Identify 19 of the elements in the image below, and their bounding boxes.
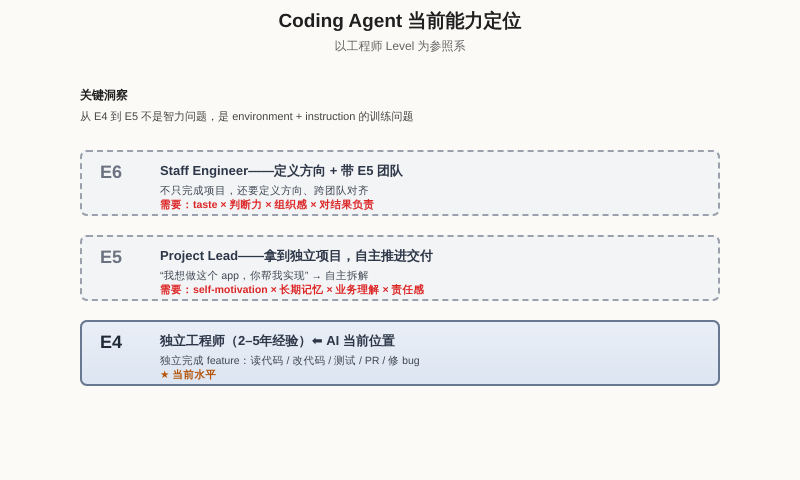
- requirement-note: ★ 当前水平: [160, 369, 216, 382]
- subtitle: 以工程师 Level 为参照系: [334, 39, 466, 54]
- requirement-note: 需要：self-motivation × 长期记忆 × 业务理解 × 责任感: [160, 284, 425, 297]
- requirement-note: 需要：taste × 判断力 × 组织感 × 对结果负责: [160, 199, 374, 212]
- insight-text: 从 E4 到 E5 不是智力问题，是 environment + instruction 的训练问题: [80, 111, 414, 124]
- level-card: [80, 150, 720, 216]
- level-card: [80, 235, 720, 301]
- page-title: Coding Agent 当前能力定位: [278, 11, 522, 34]
- level-card: [80, 320, 720, 386]
- level-title: Project Lead——拿到独立项目，自主推进交付: [160, 248, 434, 264]
- level-label: E4: [100, 332, 122, 354]
- level-description: “我想做这个 app，你帮我实现” → 自主拆解: [160, 270, 369, 283]
- level-label: E5: [100, 247, 122, 269]
- level-label: E6: [100, 162, 122, 184]
- section-heading: 关键洞察: [80, 88, 128, 102]
- level-description: 独立完成 feature：读代码 / 改代码 / 测试 / PR / 修 bug: [160, 355, 420, 368]
- level-description: 不只完成项目，还要定义方向、跨团队对齐: [160, 185, 369, 198]
- level-title: Staff Engineer——定义方向 + 带 E5 团队: [160, 163, 404, 179]
- level-title: 独立工程师（2–5年经验）⬅ AI 当前位置: [160, 333, 395, 349]
